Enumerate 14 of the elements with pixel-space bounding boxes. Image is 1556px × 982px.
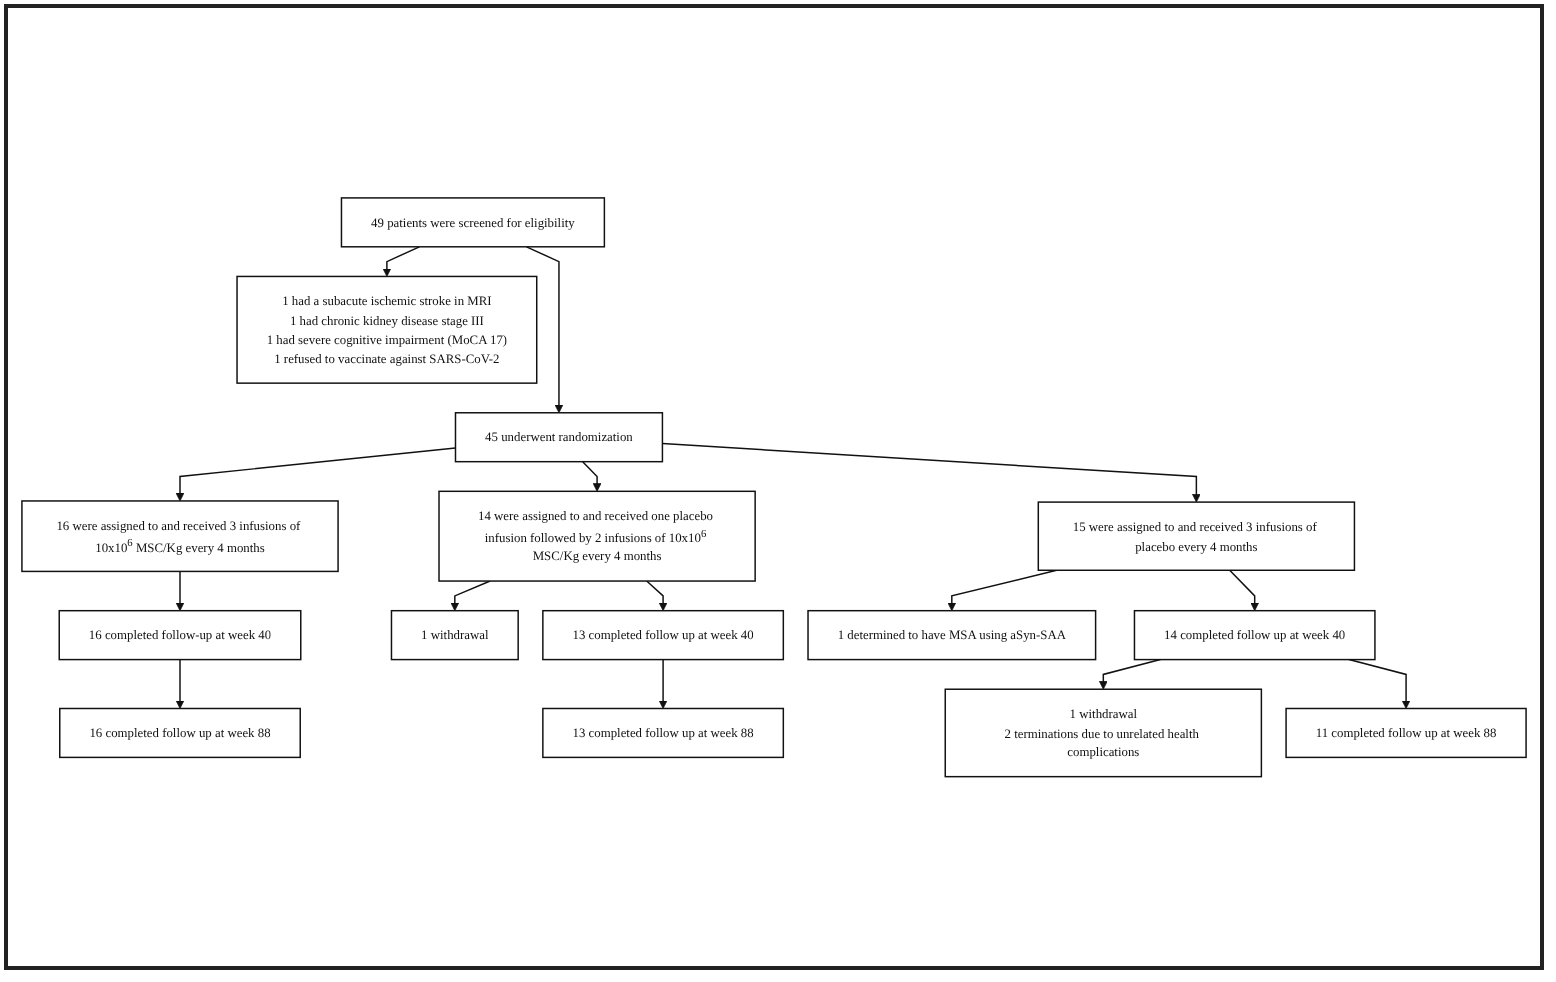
arrow [175,658,185,709]
arrow [1098,658,1162,690]
arrow [658,658,668,709]
arrow [1228,569,1260,611]
arrow [947,569,1058,611]
arrow [450,580,491,611]
arrow [382,245,421,277]
arrow [175,446,457,502]
arrow [525,245,564,413]
arrow [661,442,1201,503]
arrow [1348,658,1411,709]
arrow [175,570,185,611]
arrow [581,460,602,492]
arrow [645,580,668,611]
